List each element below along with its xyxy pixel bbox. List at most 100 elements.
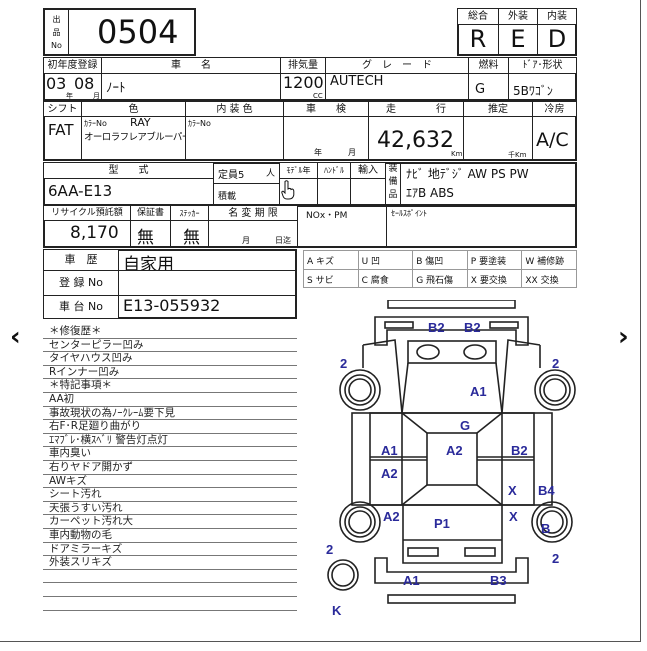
lot-label: No bbox=[51, 41, 62, 50]
damage-mark: A1 bbox=[381, 443, 398, 458]
damage-mark: A1 bbox=[470, 384, 487, 399]
name-change-cell: 月 日迄 bbox=[208, 220, 298, 248]
note-line: 事故現状の為ﾉｰｸﾚｰﾑ要下見 bbox=[43, 407, 297, 421]
handle-value bbox=[317, 178, 351, 206]
score-overall: R bbox=[457, 24, 499, 56]
header-recycle: リサイクル預託額 bbox=[43, 205, 131, 221]
header-interior-color: 内 装 色 bbox=[185, 101, 284, 117]
note-line: 車内動物の毛 bbox=[43, 529, 297, 543]
bottom-bumper-bar bbox=[387, 594, 516, 604]
spare-tire-icon bbox=[327, 559, 359, 591]
car-name: ﾉｰﾄ bbox=[101, 73, 281, 101]
trunk bbox=[402, 505, 503, 564]
note-line: AA初 bbox=[43, 393, 297, 407]
equip-label: 品 bbox=[388, 190, 398, 200]
fenders bbox=[362, 339, 541, 414]
registration-value bbox=[118, 270, 297, 296]
note-line: ドアミラーキズ bbox=[43, 543, 297, 557]
damage-mark: B4 bbox=[538, 483, 555, 498]
score-header-exterior: 外装 bbox=[498, 8, 538, 25]
nox-pm: NOx・PM bbox=[297, 205, 387, 248]
legend-item: X 要交換 bbox=[466, 268, 523, 288]
prev-arrow-icon[interactable]: ‹ bbox=[10, 322, 21, 352]
front-bumper bbox=[374, 316, 529, 346]
top-bumper-bar bbox=[387, 300, 516, 309]
score-header-interior: 内装 bbox=[537, 8, 577, 25]
note-line: 外装スリキズ bbox=[43, 556, 297, 570]
damage-mark: K bbox=[332, 603, 342, 618]
damage-mark: B2 bbox=[464, 320, 481, 335]
note-line bbox=[43, 597, 297, 611]
note-line: AWキズ bbox=[43, 475, 297, 489]
legend-item: C 腐食 bbox=[357, 268, 414, 288]
damage-mark: B2 bbox=[428, 320, 445, 335]
damage-mark: B2 bbox=[511, 443, 528, 458]
air-conditioning: A/C bbox=[532, 116, 577, 161]
damage-mark: 2 bbox=[552, 551, 559, 566]
note-line: 車内臭い bbox=[43, 447, 297, 461]
inspection-cell: 年 月 bbox=[283, 116, 369, 161]
wheel-rear-right-icon bbox=[531, 501, 573, 543]
displacement: 1200 bbox=[283, 73, 324, 92]
door-shape: 5Bﾜｺﾞﾝ bbox=[508, 73, 577, 101]
damage-mark: B3 bbox=[490, 573, 507, 588]
damage-mark: X bbox=[508, 483, 517, 498]
note-line: ＊特記事項＊ bbox=[43, 379, 297, 393]
damage-mark: X bbox=[509, 509, 518, 524]
mileage-cell: 42,632 Km bbox=[368, 116, 464, 161]
header-import: 輸入 bbox=[350, 162, 386, 179]
chassis-number: E13-055932 bbox=[118, 295, 297, 319]
reg-month: 08 bbox=[74, 74, 95, 93]
lot-label: 出 bbox=[52, 15, 61, 24]
lot-label: 品 bbox=[52, 28, 61, 37]
model-code: 6AA-E13 bbox=[43, 178, 214, 206]
next-arrow-icon[interactable]: › bbox=[618, 322, 629, 352]
equipment-line-1: ﾅﾋﾞ 地ﾃﾞｼﾞ AW PS PW bbox=[406, 167, 529, 181]
note-line bbox=[43, 570, 297, 584]
car-damage-diagram: B2 B2 2 2 A1 G A1 A2 B2 A2 X B4 A2 P1 X … bbox=[326, 300, 576, 618]
note-line bbox=[43, 583, 297, 597]
damage-mark: P1 bbox=[434, 516, 450, 531]
hand-cursor-icon bbox=[281, 180, 295, 200]
equipment-cell: 装備品 ﾅﾋﾞ 地ﾃﾞｼﾞ AW PS PW ｴｱB ABS bbox=[385, 162, 577, 206]
damage-mark: A2 bbox=[381, 466, 398, 481]
color-name: オーロラフレアブルーパール bbox=[84, 132, 185, 143]
header-door-shape: ﾄﾞｱ･形状 bbox=[508, 57, 577, 74]
roof bbox=[426, 432, 478, 486]
note-line: タイヤハウス凹み bbox=[43, 352, 297, 366]
header-estimated: 推定 bbox=[463, 101, 533, 117]
color-no-label: ｶﾗｰNo bbox=[84, 119, 107, 128]
wheel-rear-left-icon bbox=[339, 501, 381, 543]
damage-mark: 2 bbox=[552, 356, 559, 371]
history-value: 自家用 bbox=[118, 249, 297, 271]
header-warranty: 保証書 bbox=[130, 205, 171, 221]
body-outline bbox=[351, 412, 553, 506]
color-cell: ｶﾗｰNo RAY オーロラフレアブルーパール bbox=[81, 116, 186, 161]
wheel-front-right-icon bbox=[534, 369, 576, 411]
lot-number-box: 出品 No 0504 bbox=[43, 8, 196, 56]
legend-item: S サビ bbox=[303, 268, 359, 288]
name-change-month: 月 bbox=[242, 236, 250, 245]
estimated-cell: 千Km bbox=[463, 116, 533, 161]
note-line: ＊修復歴＊ bbox=[43, 325, 297, 339]
equipment-line-2: ｴｱB ABS bbox=[406, 186, 454, 200]
legend-item: W 補修跡 bbox=[521, 250, 577, 270]
damage-mark: B bbox=[541, 521, 550, 536]
sales-point: ｾｰﾙｽﾎﾟｲﾝﾄ bbox=[386, 205, 577, 248]
note-line: Rインナー凹み bbox=[43, 366, 297, 380]
note-line: シート汚れ bbox=[43, 488, 297, 502]
hood-front bbox=[407, 340, 497, 364]
interior-no-label: ｶﾗｰNo bbox=[188, 119, 211, 128]
inspection-month-unit: 月 bbox=[348, 148, 356, 157]
fuel: G bbox=[468, 73, 509, 101]
capacity: 定員5 bbox=[218, 170, 245, 181]
note-line: 天張うすい汚れ bbox=[43, 502, 297, 516]
lot-number: 0504 bbox=[97, 13, 179, 51]
reg-year: 03 bbox=[46, 74, 67, 93]
wheel-front-left-icon bbox=[339, 369, 381, 411]
capacity-unit: 人 bbox=[266, 169, 276, 179]
header-handle: ﾊﾝﾄﾞﾙ bbox=[317, 162, 351, 179]
equip-label: 備 bbox=[388, 177, 398, 187]
first-registration: 03 年 08 月 bbox=[43, 73, 102, 101]
